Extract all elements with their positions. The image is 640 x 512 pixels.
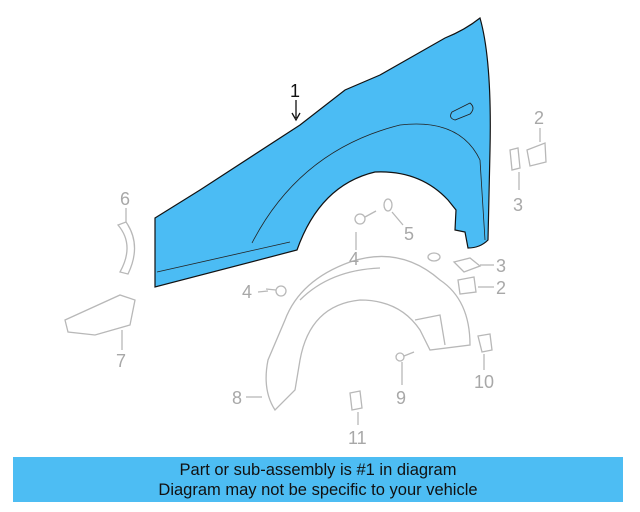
clip-10: [477, 333, 493, 353]
washer: [383, 198, 441, 262]
callout-10: 10: [474, 372, 494, 392]
bolt-upper: [354, 210, 377, 225]
callout-11: 11: [348, 428, 367, 448]
callout-arrow-1: [291, 100, 301, 122]
callout-8: 8: [232, 388, 242, 408]
fender-liner: [265, 255, 471, 412]
callout-5: 5: [404, 224, 414, 244]
callout-4-lower: 4: [242, 282, 252, 302]
fender-part-1[interactable]: [154, 16, 491, 288]
callout-2-upper: 2: [534, 108, 544, 128]
callout-4-upper: 4: [349, 249, 359, 269]
bolt-lower: [265, 285, 287, 297]
callout-9: 9: [396, 388, 406, 408]
bracket-6: [116, 221, 136, 275]
clip-11: [349, 390, 363, 411]
clips-right: [452, 142, 547, 295]
callout-2-lower: 2: [496, 278, 506, 298]
callout-7: 7: [116, 351, 126, 371]
callout-1: 1: [290, 81, 300, 101]
info-banner: Part or sub-assembly is #1 in diagram Di…: [13, 457, 623, 502]
side-bracket-7: [64, 294, 136, 336]
fender-lip: [156, 241, 291, 273]
banner-line-2: Diagram may not be specific to your vehi…: [158, 481, 478, 499]
side-marker-cutout: [450, 102, 474, 121]
callout-arrows: [121, 128, 541, 425]
callout-6: 6: [120, 189, 130, 209]
fender-crease: [251, 123, 486, 244]
callout-3-lower: 3: [496, 256, 506, 276]
screw-9: [395, 351, 415, 362]
callout-3-upper: 3: [513, 195, 523, 215]
banner-line-1: Part or sub-assembly is #1 in diagram: [179, 461, 457, 479]
